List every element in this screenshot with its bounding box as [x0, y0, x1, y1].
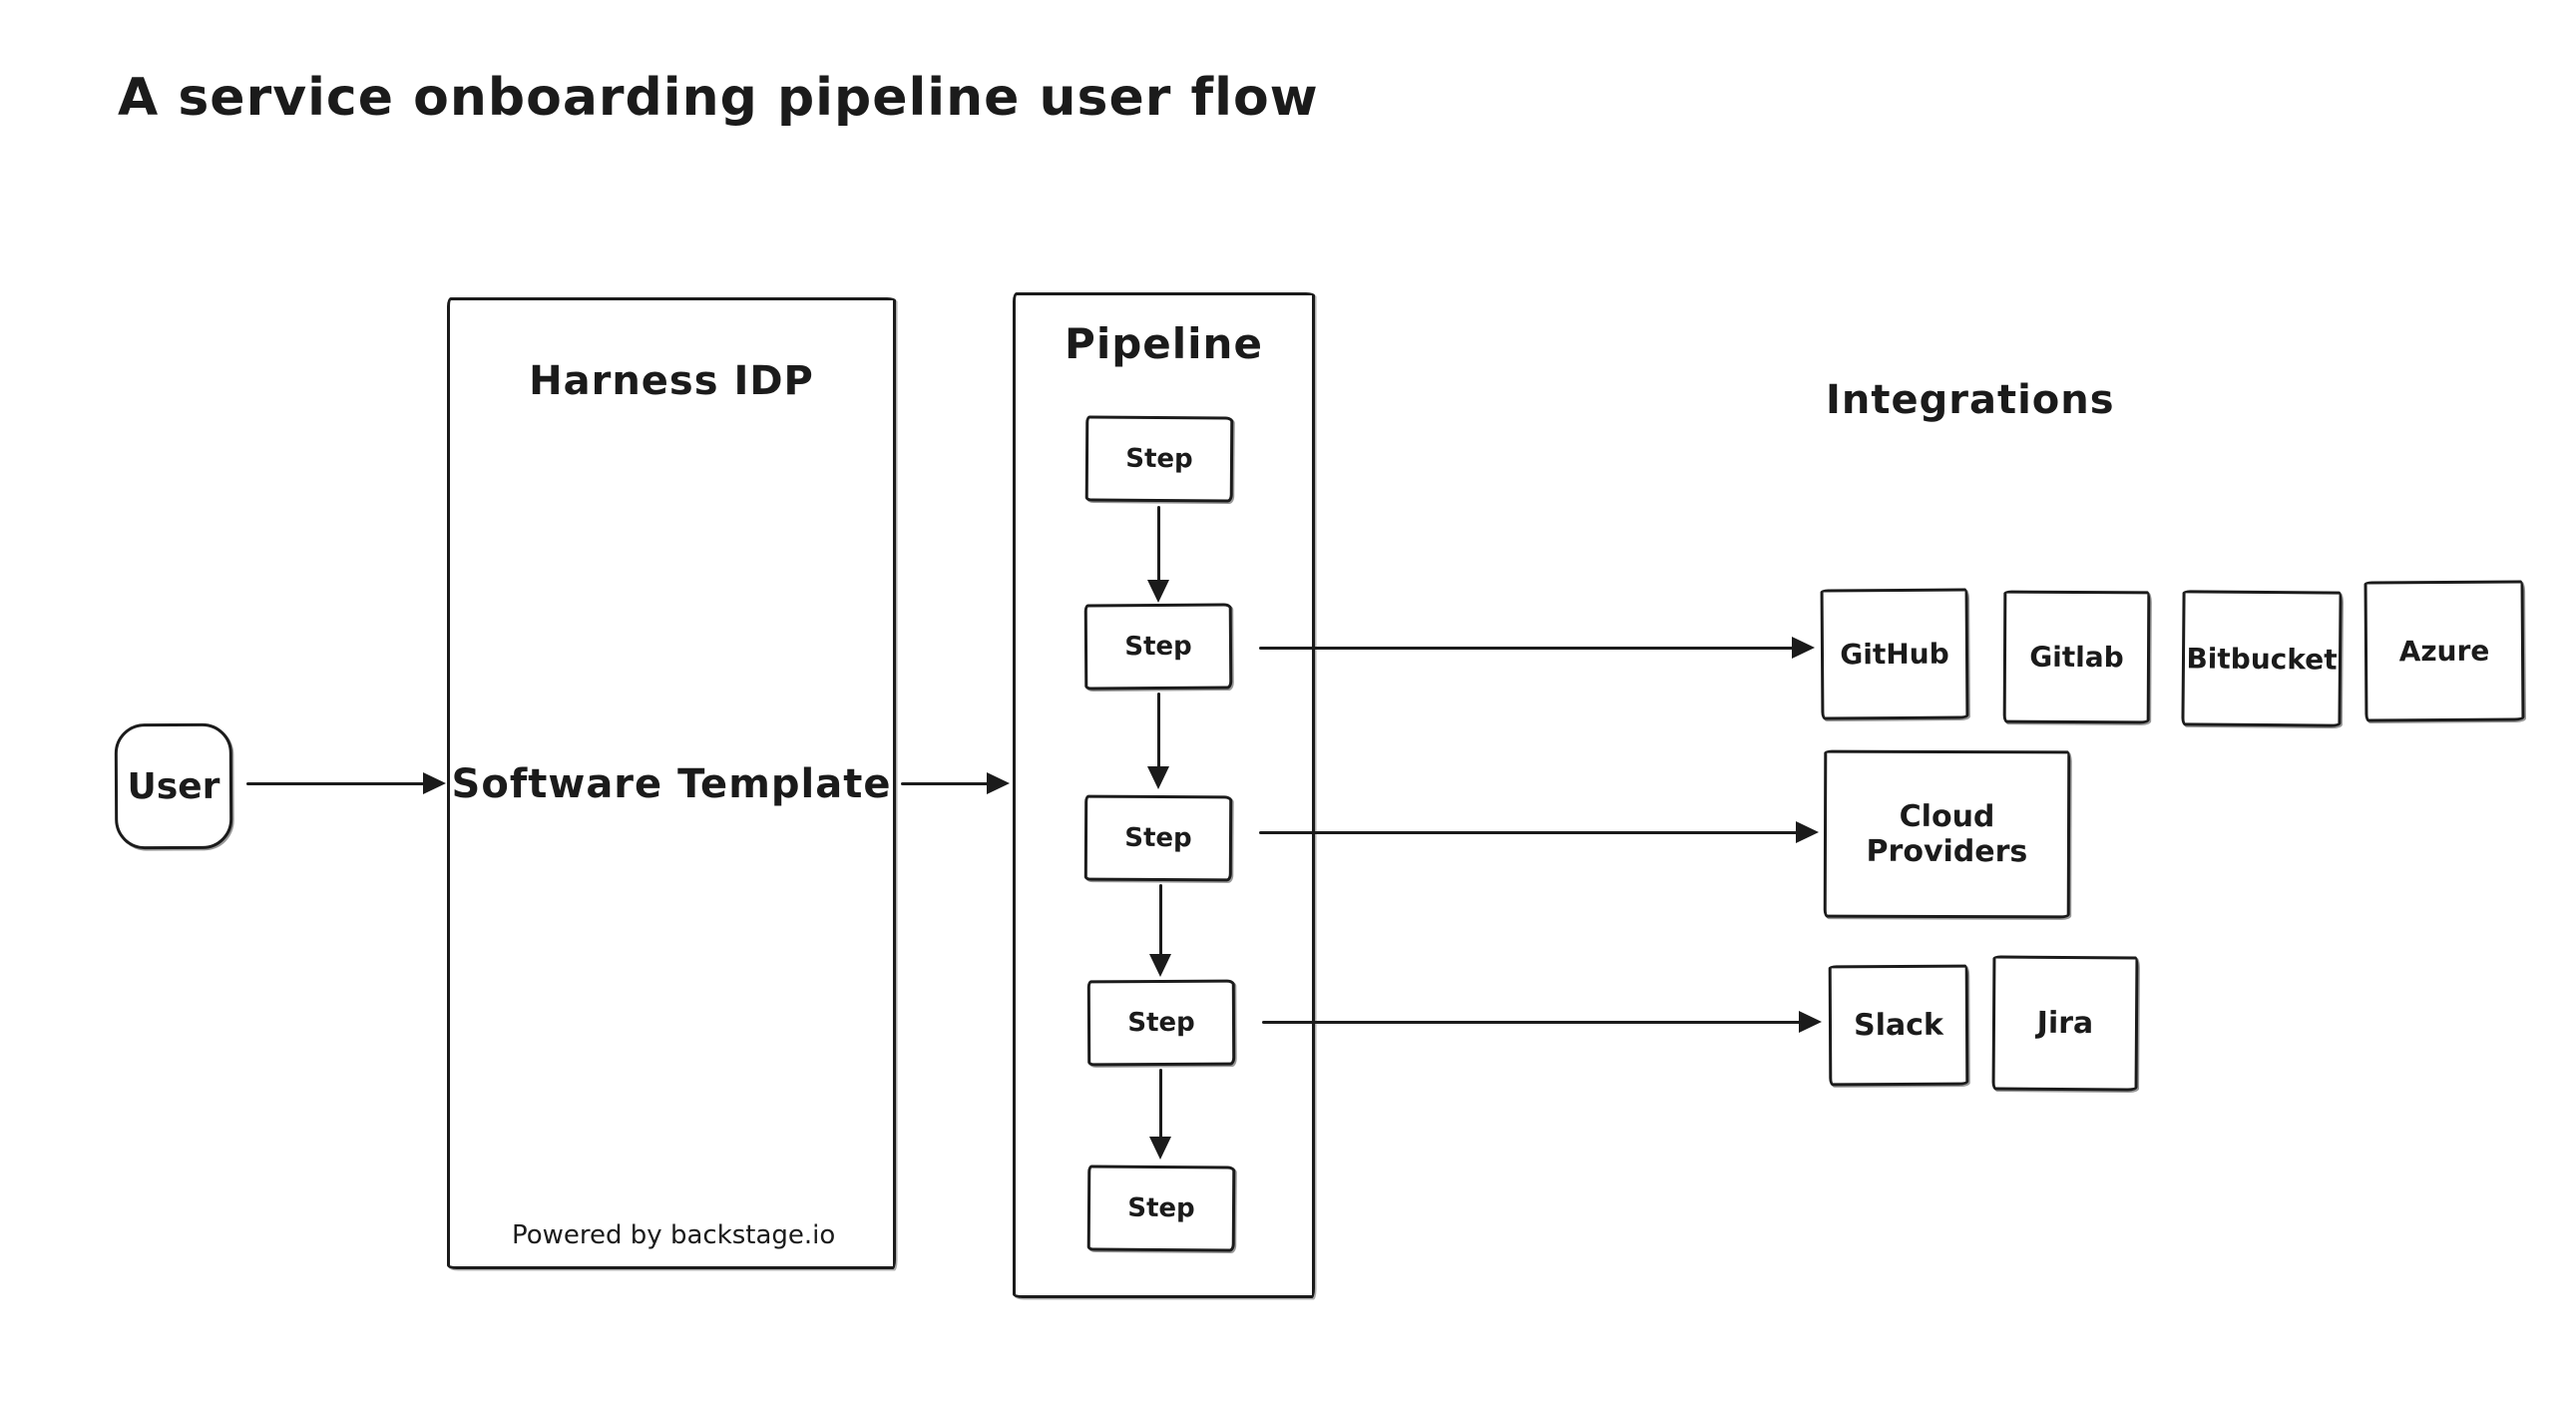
integration-slack: Slack: [1828, 964, 1969, 1087]
step-5-label: Step: [1127, 1192, 1195, 1224]
arrow-step3-to-step4-head-icon: [1149, 954, 1171, 977]
backstage-footer-label: Powered by backstage.io: [512, 1220, 836, 1250]
step-4-label: Step: [1127, 1007, 1195, 1039]
integration-azure: Azure: [2363, 580, 2525, 722]
integration-jira-label: Jira: [2036, 1005, 2094, 1042]
integration-gitlab-label: Gitlab: [2029, 640, 2124, 675]
arrow-step4-to-collab-line: [1262, 1021, 1801, 1024]
arrow-harness-to-pipeline-head-icon: [987, 772, 1010, 794]
user-node-label: User: [127, 765, 220, 807]
user-node: User: [114, 722, 233, 850]
arrow-step3-to-cloud-line: [1259, 831, 1798, 834]
step-node-2: Step: [1083, 603, 1233, 691]
integration-azure-label: Azure: [2398, 634, 2490, 669]
arrow-step4-to-collab-head-icon: [1799, 1011, 1822, 1033]
integration-slack-label: Slack: [1853, 1007, 1944, 1044]
integration-bitbucket-label: Bitbucket: [2186, 641, 2338, 677]
step-node-5: Step: [1086, 1165, 1236, 1252]
step-1-label: Step: [1125, 443, 1193, 475]
arrow-step2-to-sourcecontrol-line: [1259, 647, 1794, 650]
step-node-3: Step: [1083, 794, 1233, 882]
arrow-step3-to-cloud-head-icon: [1796, 821, 1819, 843]
step-node-1: Step: [1084, 415, 1234, 503]
arrow-step2-to-step3-line: [1157, 693, 1160, 768]
software-template-label: Software Template: [451, 761, 892, 807]
integration-github-label: GitHub: [1840, 637, 1949, 672]
integration-github: GitHub: [1820, 588, 1969, 720]
integrations-title: Integrations: [1826, 377, 2115, 423]
harness-idp-title: Harness IDP: [529, 358, 814, 404]
arrow-step1-to-step2-line: [1157, 506, 1160, 582]
arrow-step4-to-step5-line: [1159, 1069, 1162, 1140]
arrow-step1-to-step2-head-icon: [1147, 580, 1169, 603]
arrow-user-to-harness-line: [246, 782, 424, 785]
harness-idp-box: Harness IDP Software Template Powered by…: [447, 297, 896, 1269]
integration-bitbucket: Bitbucket: [2181, 590, 2343, 727]
arrow-step4-to-step5-head-icon: [1149, 1137, 1171, 1160]
pipeline-title: Pipeline: [1065, 319, 1263, 368]
diagram-title: A service onboarding pipeline user flow: [118, 68, 1319, 128]
integration-jira: Jira: [1991, 955, 2139, 1092]
arrow-step3-to-step4-line: [1159, 884, 1162, 956]
arrow-step2-to-sourcecontrol-head-icon: [1792, 637, 1815, 659]
integration-cloud-providers-label: Cloud Providers: [1866, 798, 2028, 870]
arrow-user-to-harness-head-icon: [423, 772, 446, 794]
step-node-4: Step: [1086, 979, 1236, 1067]
step-3-label: Step: [1124, 822, 1192, 854]
arrow-step2-to-step3-head-icon: [1147, 766, 1169, 789]
step-2-label: Step: [1124, 631, 1192, 663]
integration-gitlab: Gitlab: [2002, 590, 2151, 724]
integration-cloud-providers: Cloud Providers: [1823, 749, 2071, 919]
arrow-harness-to-pipeline-line: [901, 782, 989, 785]
